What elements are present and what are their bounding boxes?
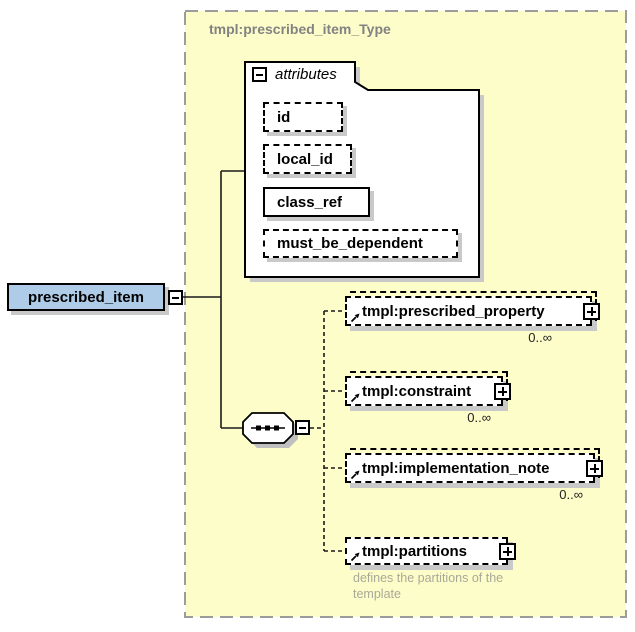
sequence-octagon[interactable] (242, 412, 294, 444)
dashed-connectors (310, 310, 345, 552)
cardinality-label: 0..∞ (559, 487, 583, 502)
attribute-class-ref[interactable]: class_ref (263, 187, 370, 217)
multi-instance-stack (350, 371, 508, 401)
element-box: tmpl:partitions (345, 537, 508, 565)
expand-icon[interactable] (499, 543, 516, 560)
cardinality-label: 0..∞ (528, 330, 552, 345)
attribute-local-id[interactable]: local_id (263, 144, 352, 174)
attribute-local-id-label: local_id (277, 150, 333, 168)
element-prescribed-property[interactable]: tmpl:prescribed_property 0..∞ (345, 291, 600, 345)
attribute-must-be-dependent-label: must_be_dependent (277, 235, 423, 252)
sequence-dot (256, 425, 261, 431)
multi-instance-stack (350, 448, 600, 478)
attribute-id-label: id (277, 108, 291, 126)
root-element-label: prescribed_item (28, 288, 144, 306)
root-element-prescribed-item[interactable]: prescribed_item (7, 283, 165, 311)
multi-instance-stack (350, 291, 597, 321)
element-reference-arrow-icon (350, 552, 360, 562)
expand-icon[interactable] (494, 383, 511, 400)
attributes-collapse-toggle[interactable] (252, 67, 267, 82)
root-element-collapse-toggle[interactable] (168, 290, 183, 305)
element-constraint[interactable]: tmpl:constraint 0..∞ (345, 371, 511, 425)
attributes-group-label: attributes (275, 66, 337, 83)
expand-icon[interactable] (583, 303, 600, 320)
cardinality-label: 0..∞ (467, 410, 491, 425)
attribute-must-be-dependent[interactable]: must_be_dependent (263, 229, 458, 258)
element-annotation: defines the partitions of the template (353, 571, 504, 602)
element-partitions[interactable]: tmpl:partitions (345, 537, 516, 565)
expand-icon[interactable] (586, 460, 603, 477)
attribute-class-ref-label: class_ref (277, 193, 343, 211)
sequence-shadow (248, 418, 298, 448)
element-label: tmpl:partitions (362, 542, 467, 560)
element-implementation-note[interactable]: tmpl:implementation_note 0..∞ (345, 448, 603, 502)
complex-type-title: tmpl:prescribed_item_Type (209, 21, 391, 37)
attribute-id[interactable]: id (263, 102, 343, 132)
sequence-dot (265, 425, 270, 431)
sequence-dot (274, 425, 279, 431)
solid-connectors (183, 170, 246, 429)
sequence-compositor[interactable] (242, 412, 298, 448)
sequence-collapse-toggle[interactable] (295, 420, 310, 435)
